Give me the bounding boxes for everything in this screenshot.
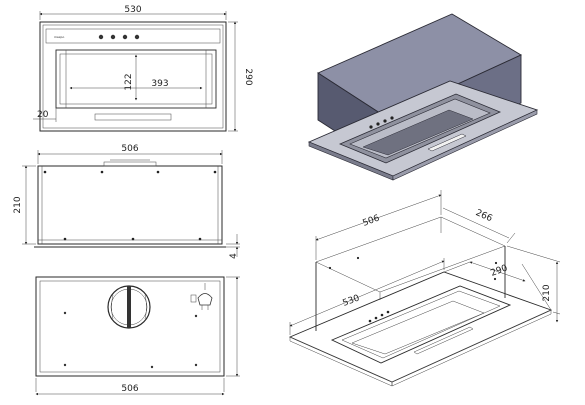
dim-iso-height: 210 — [542, 284, 552, 301]
dim-iso-length: 506 — [362, 213, 382, 228]
dim-front-width: 530 — [124, 5, 141, 15]
top-view: 506 — [35, 276, 240, 396]
iso-view-line: 506 266 290 210 530 — [288, 190, 561, 387]
dim-front-inner-width: 393 — [151, 79, 168, 89]
dim-iso-frame-depth: 290 — [490, 263, 510, 278]
side-view: 506 210 4 — [13, 144, 240, 259]
dim-front-offset: 20 — [37, 110, 49, 120]
control-button-4 — [134, 34, 140, 40]
brand-label: maxpo — [54, 35, 64, 39]
iso-view-shaded — [307, 13, 539, 181]
dim-side-height: 210 — [13, 196, 23, 213]
power-plug-icon — [190, 283, 213, 310]
fan-outlet — [107, 285, 151, 329]
control-buttons — [98, 34, 140, 40]
front-view: maxpo 122 393 530 290 20 — [33, 5, 253, 132]
dim-side-width: 506 — [121, 144, 138, 154]
top-screws — [63, 311, 198, 369]
control-button-2 — [110, 34, 116, 40]
dim-front-inner-height: 122 — [124, 73, 134, 90]
dim-iso-depth: 266 — [474, 208, 494, 224]
dim-front-height: 290 — [243, 68, 253, 85]
dim-iso-frame-width: 530 — [342, 293, 362, 308]
control-button-3 — [122, 34, 128, 40]
side-screws — [43, 170, 217, 241]
control-button-1 — [98, 34, 104, 40]
dim-top-width: 506 — [121, 384, 138, 394]
dim-side-small: 4 — [229, 253, 239, 259]
